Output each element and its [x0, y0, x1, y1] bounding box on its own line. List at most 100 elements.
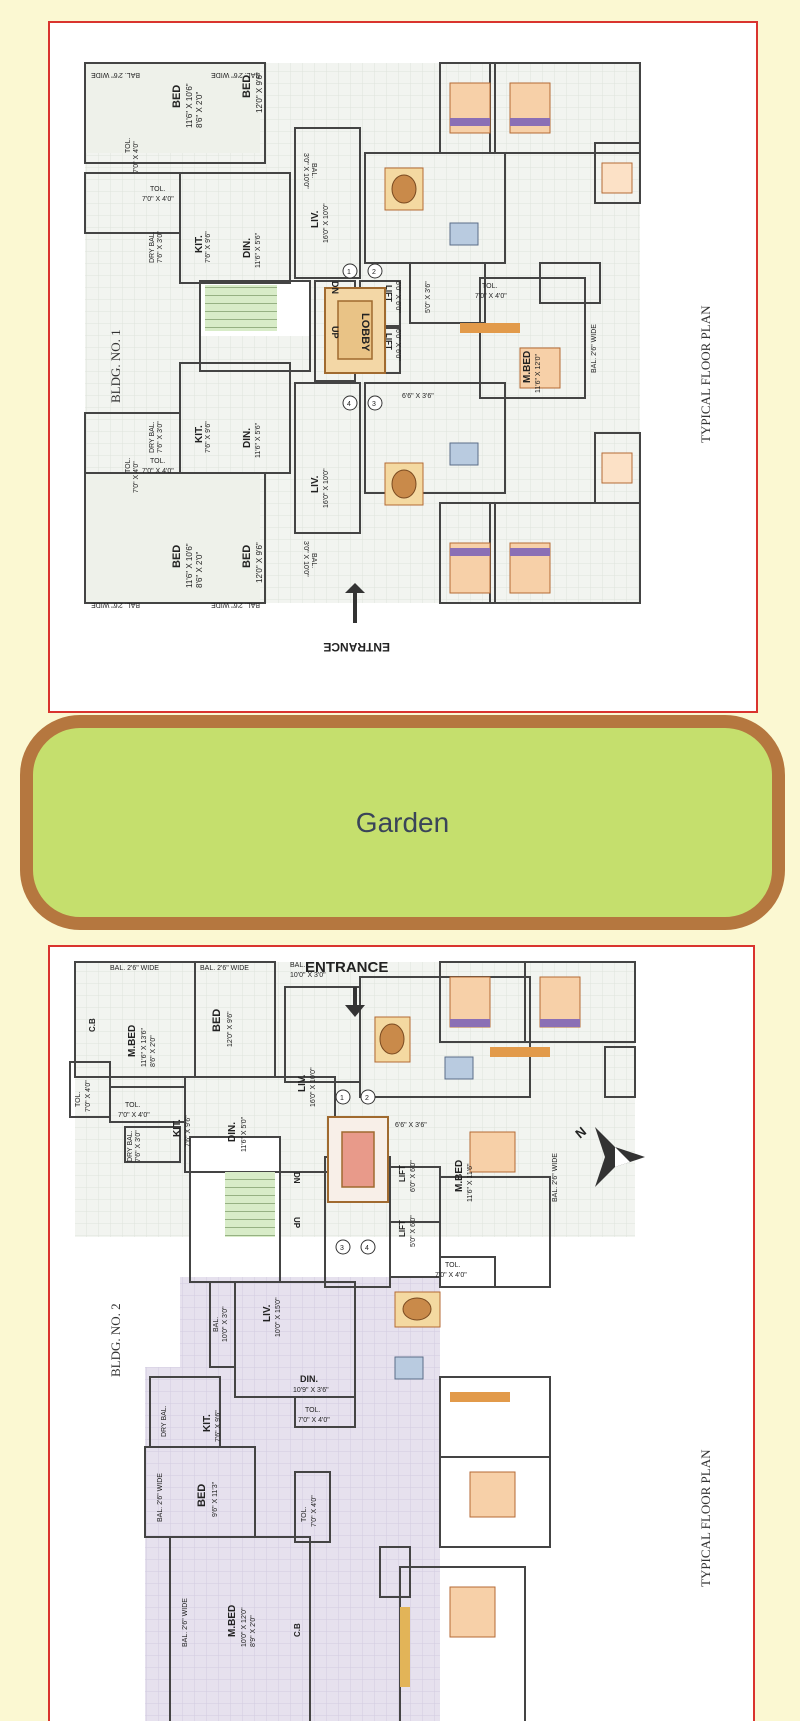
- bldg1-din-b-name: DIN.: [242, 428, 253, 448]
- bldg2-lobby: [327, 1116, 389, 1203]
- bldg2-din-bottom-name: DIN.: [300, 1374, 318, 1384]
- bldg1-balwide-3: BAL. 2'6" WIDE: [91, 601, 140, 608]
- bldg1-liv-a-dim: 16'0" X 10'0": [323, 203, 330, 243]
- bldg1-labels: BED 11'6" X 10'6" 8'6" X 2'0" BED 12'0" …: [91, 71, 598, 608]
- bldg2-mbed-bottom-dim1: 10'0" X 12'0": [241, 1607, 248, 1647]
- bldg2-bal-top-dim: 10'0" X 3'0": [290, 972, 326, 979]
- bldg2-tol-bottom-dim: 7'0" X 4'0": [298, 1417, 330, 1424]
- bldg1-tol-b-name: TOL.: [150, 186, 165, 193]
- bldg1-furniture: [384, 82, 633, 594]
- bldg1-lift1-dim: 6'0" X 6'0": [394, 281, 401, 313]
- bldg1-mbed-dim: 11'6" X 12'0": [535, 353, 542, 393]
- bldg1-tol-c-name: TOL.: [125, 458, 132, 473]
- bldg1-stair-up: UP: [330, 326, 340, 339]
- bldg2-liv-bottom-name: LIV.: [262, 1304, 273, 1322]
- bldg2-liv-top-dim: 16'0" X 10'0": [310, 1067, 317, 1107]
- bldg2-kit-top-dim: 7'6" X 9'6": [185, 1115, 192, 1147]
- garden-label: Garden: [355, 806, 450, 838]
- bldg1-plan-label: TYPICAL FLOOR PLAN: [698, 305, 713, 443]
- bldg1-din-b-dim: 11'6" X 5'6": [255, 422, 262, 458]
- bldg1-balwide-2: BAL. 2'6" WIDE: [211, 71, 260, 78]
- bldg2-staircase: [225, 1172, 275, 1237]
- bldg2-door-1: 1: [340, 1095, 344, 1102]
- bldg1-bed4-dim: 12'0" X 9'6": [255, 542, 264, 583]
- bldg1-din-a-dim: 11'6" X 5'6": [255, 232, 262, 268]
- bldg2-lift2-name: LIFT: [398, 1220, 407, 1237]
- garden-area: Garden: [20, 715, 785, 930]
- bldg1-bal-bottom-name: BAL.: [310, 553, 317, 568]
- bldg1-bal-top-dim: 3'0" X 10'0": [302, 153, 309, 189]
- bldg1-bal-top-name: BAL.: [310, 163, 317, 178]
- bldg1-bed1-dim2: 8'6" X 2'0": [195, 92, 204, 128]
- bldg1-bed3-name: BED: [171, 545, 183, 568]
- bldg1-tol-e-dim: 7'0" X 4'0": [475, 293, 507, 300]
- bldg2-lift2-dim: 5'0" X 6'0": [410, 1215, 417, 1247]
- bldg1-bed3-dim1: 11'6" X 10'6": [185, 543, 194, 588]
- bldg2-labels: BAL. 2'6" WIDE BAL. 2'6" WIDE C.B M.BED …: [75, 962, 559, 1647]
- bldg1-walls: [84, 62, 641, 604]
- bldg2-tol-a-dim: 7'0" X 4'0": [85, 1080, 92, 1112]
- bldg2-bed-top-dim: 12'0" X 9'6": [227, 1011, 234, 1047]
- bldg2-balwide-1: BAL. 2'6" WIDE: [110, 965, 159, 972]
- bldg1-door-2: 2: [372, 269, 376, 276]
- bldg2-din-top-dim: 11'6" X 5'0": [241, 1116, 248, 1152]
- bldg2-mbed-top-name: M.BED: [127, 1025, 138, 1057]
- bldg1-staircase: [205, 285, 277, 331]
- bldg1-bed1-dim1: 11'6" X 10'6": [185, 83, 194, 128]
- bldg1-liv-b-name: LIV.: [310, 475, 321, 493]
- bldg2-door-4: 4: [365, 1245, 369, 1252]
- bldg2-dry-bottom-name: DRY BAL.: [161, 1405, 168, 1437]
- bldg2-bed-bottom-dim: 9'6" X 11'3": [212, 1481, 219, 1517]
- bldg1-entrance-arrow: [345, 583, 365, 623]
- bldg2-balwide-4: BAL. 2'6" WIDE: [157, 1473, 164, 1522]
- bldg2-plan-label: TYPICAL FLOOR PLAN: [698, 1449, 713, 1587]
- bldg2-stair-up: UP: [292, 1217, 301, 1229]
- bldg1-tol-a-dim: 7'0" X 4'0": [133, 141, 140, 173]
- bldg2-furniture: [374, 976, 581, 1687]
- bldg2-balwide-2: BAL. 2'6" WIDE: [200, 965, 249, 972]
- bldg1-door-1: 1: [347, 269, 351, 276]
- bldg2-bed-top-name: BED: [211, 1009, 223, 1032]
- bldg2-liv-top-name: LIV.: [297, 1074, 308, 1092]
- bldg2-tol-bottom2-dim: 7'0" X 4'0": [311, 1495, 318, 1527]
- bldg1-tol-b-dim: 7'0" X 4'0": [142, 196, 174, 203]
- bldg2-tol-right-name: TOL.: [445, 1262, 460, 1269]
- bldg2-cb-1: C.B: [88, 1018, 97, 1032]
- bldg1-title: BLDG. NO. 1: [108, 329, 123, 403]
- bldg1-lobby: [324, 287, 386, 374]
- bldg2-balwide-5: BAL. 2'6" WIDE: [182, 1598, 189, 1647]
- bldg1-lift1-name: LIFT: [384, 285, 393, 302]
- bldg1-kit-b-name: KIT.: [194, 425, 205, 443]
- bldg2-mbed-bottom-name: M.BED: [227, 1605, 238, 1637]
- bldg1-mbed-name: M.BED: [522, 351, 533, 383]
- bldg1-din-a-name: DIN.: [242, 238, 253, 258]
- bldg1-liv-b-dim: 16'0" X 10'0": [323, 468, 330, 508]
- bldg2-dry-top-dim: 7'6" X 3'0": [135, 1130, 142, 1162]
- bldg1-balwide-5: BAL. 2'6" WIDE: [591, 324, 598, 373]
- bldg2-mbed-bottom-dim2: 8'9" X 2'0": [250, 1615, 257, 1647]
- bldg2-bal-top-name: BAL.: [290, 962, 305, 969]
- bldg1-entrance-label: ENTRANCE: [323, 640, 390, 654]
- bldg2-lift1-name: LIFT: [398, 1165, 407, 1182]
- bldg2-stair-dn: DN: [292, 1172, 301, 1184]
- bldg2-bal-left-name: BAL.: [213, 1317, 220, 1332]
- bldg2-bed-bottom-name: BED: [196, 1484, 208, 1507]
- bldg2-door-2: 2: [365, 1095, 369, 1102]
- bldg1-bal-bottom-dim: 3'0" X 10'0": [302, 541, 309, 577]
- bldg2-mbed-top-dim1: 11'6" X 13'6": [141, 1027, 148, 1067]
- bldg1-bed3-dim2: 8'6" X 2'0": [195, 552, 204, 588]
- bldg2-door-3: 3: [340, 1245, 344, 1252]
- bldg2-kit-top-name: KIT.: [172, 1119, 183, 1137]
- bldg1-liv-a-name: LIV.: [310, 210, 321, 228]
- bldg2-tol-bottom-name: TOL.: [305, 1407, 320, 1414]
- bldg1-kit-a-name: KIT.: [194, 235, 205, 253]
- bldg1-tol-e-name: TOL.: [482, 283, 497, 290]
- bldg2-kit-bottom-dim: 7'6" X 9'6": [215, 1410, 222, 1442]
- bldg1-door-3: 3: [372, 401, 376, 408]
- bldg1-dry-a-dim: 7'6" X 3'0": [157, 231, 164, 263]
- bldg2-lift1-dim: 6'0" X 6'0": [410, 1160, 417, 1192]
- bldg2-tol-right-dim: 7'0" X 4'0": [435, 1272, 467, 1279]
- bldg1-balwide-4: BAL. 2'6" WIDE: [211, 601, 260, 608]
- bldg2-floor-plan: N BAL. 2'6" WIDE BAL. 2'6" WIDE C.B M.BE…: [48, 945, 755, 1721]
- bldg2-entrance-arrow: [345, 987, 365, 1017]
